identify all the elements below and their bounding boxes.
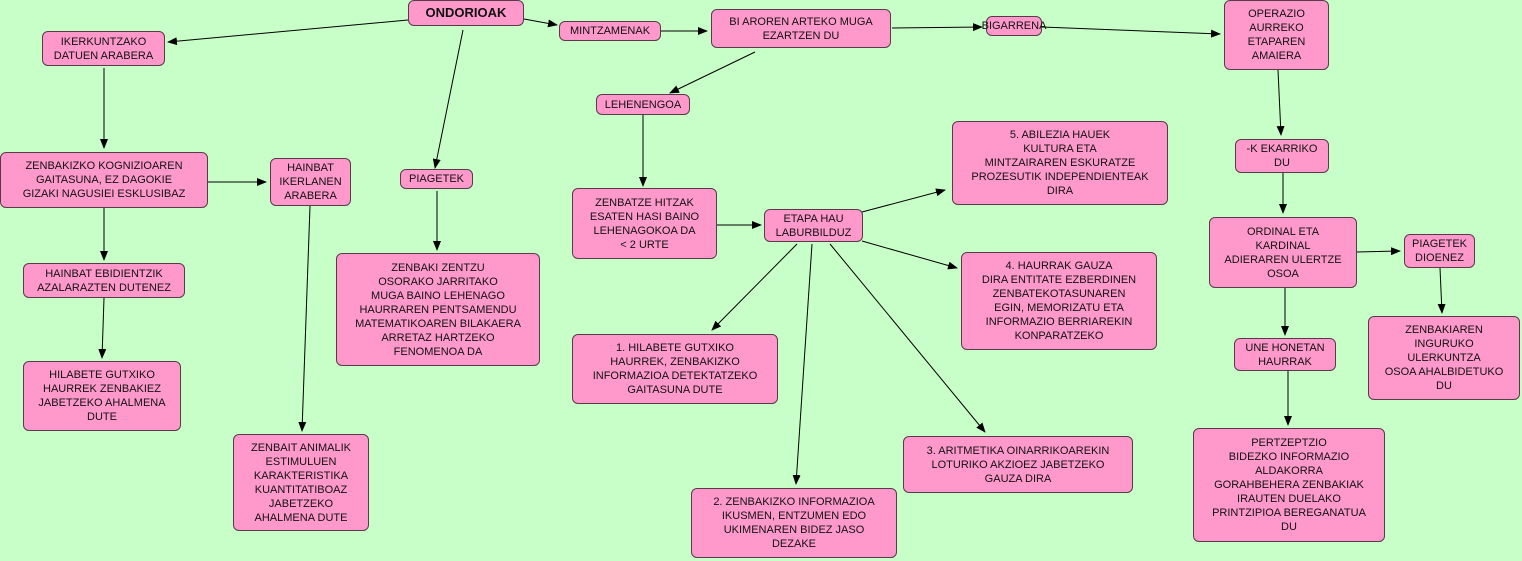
node-zenbait-animalik[interactable]: ZENBAIT ANIMALIK ESTIMULUEN KARAKTERISTI… [233,434,369,531]
node-operazio[interactable]: OPERAZIO AURREKO ETAPAREN AMAIERA [1224,0,1329,70]
node-piagetek-dioenez[interactable]: PIAGETEK DIOENEZ [1404,234,1475,268]
node-ondorioak[interactable]: ONDORIOAK [408,0,524,26]
node-mintzamenak[interactable]: MINTZAMENAK [559,21,661,41]
node-pertzeptzio[interactable]: PERTZEPTZIO BIDEZKO INFORMAZIO ALDAKORRA… [1193,428,1385,542]
edge-hainbat-ikerlanen-animalik [298,205,311,432]
edge-ondorioak-piagetek [432,29,464,169]
edge-piagetek-dioenez-zenbakiaren [1437,267,1446,314]
node-hainbat-ikerlanen[interactable]: HAINBAT IKERLANEN ARABERA [270,158,351,206]
edge-ondorioak-ikerkuntzako [167,19,409,46]
edge-etapa-abilezia5 [861,188,946,213]
node-ikerkuntzako[interactable]: IKERKUNTZAKO DATUEN ARABERA [42,31,165,66]
node-hilabete1[interactable]: 1. HILABETE GUTXIKO HAURREK, ZENBAKIZKO … [572,334,778,404]
node-aritmetika3[interactable]: 3. ARITMETIKA OINARRIKOAREKIN LOTURIKO A… [903,436,1133,493]
edge-ondorioak-mintzamenak [523,18,558,28]
node-une-honetan[interactable]: UNE HONETAN HAURRAK [1234,338,1336,371]
node-zenbakizko-kognizio[interactable]: ZENBAKIZKO KOGNIZIOAREN GAITASUNA, EZ DA… [0,152,208,208]
edge-hainbat-ebidentzik-hilabete [98,297,107,359]
edge-etapa-aritmetika3 [829,243,986,433]
edge-bi-aroren-bigarrena [891,23,983,32]
edge-operazio-k-ekarriko [1276,69,1285,136]
node-abilezia5[interactable]: 5. ABILEZIA HAUEK KULTURA ETA MINTZAIRAR… [952,121,1168,205]
edge-etapa-zenbakizko2 [792,243,813,485]
node-k-ekarriko[interactable]: -K EKARRIKO DU [1235,139,1329,173]
node-piagetek[interactable]: PIAGETEK [400,169,473,189]
edge-bigarrena-operazio [1041,26,1221,38]
node-zenbakizko2[interactable]: 2. ZENBAKIZKO INFORMAZIOA IKUSMEN, ENTZU… [691,488,897,558]
node-zenbakiaren[interactable]: ZENBAKIAREN INGURUKO ULERKUNTZA OSOA AHA… [1368,316,1520,400]
node-zenbaki-zentzu[interactable]: ZENBAKI ZENTZU OSORAKO JARRITAKO MUGA BA… [336,253,540,366]
node-bi-aroren[interactable]: BI AROREN ARTEKO MUGA EZARTZEN DU [711,9,891,48]
node-bigarrena[interactable]: BIGARRENA [982,16,1046,36]
edge-etapa-hilabete1 [711,243,798,331]
node-lehenengoa[interactable]: LEHENENGOA [596,94,690,115]
edge-ordinal-piagetek-dioenez [1356,247,1401,256]
node-hilabete-gutxiko[interactable]: HILABETE GUTXIKO HAURREK ZENBAKIEZ JABET… [23,361,181,431]
node-ordinal[interactable]: ORDINAL ETA KARDINAL ADIERAREN ULERTZE O… [1209,217,1357,288]
edge-bi-aroren-lehenengoa [669,51,756,94]
node-haurrak4[interactable]: 4. HAURRAK GAUZA DIRA ENTITATE EZBERDINE… [961,252,1157,350]
node-zenbatze-hitzak[interactable]: ZENBATZE HITZAK ESATEN HASI BAINO LEHENA… [572,188,717,259]
node-hainbat-ebidentzik[interactable]: HAINBAT EBIDIENTZIK AZALARAZTEN DUTENEZ [23,263,185,298]
node-etapa-hau[interactable]: ETAPA HAU LABURBILDUZ [764,209,863,242]
edge-etapa-haurrak4 [861,240,958,270]
